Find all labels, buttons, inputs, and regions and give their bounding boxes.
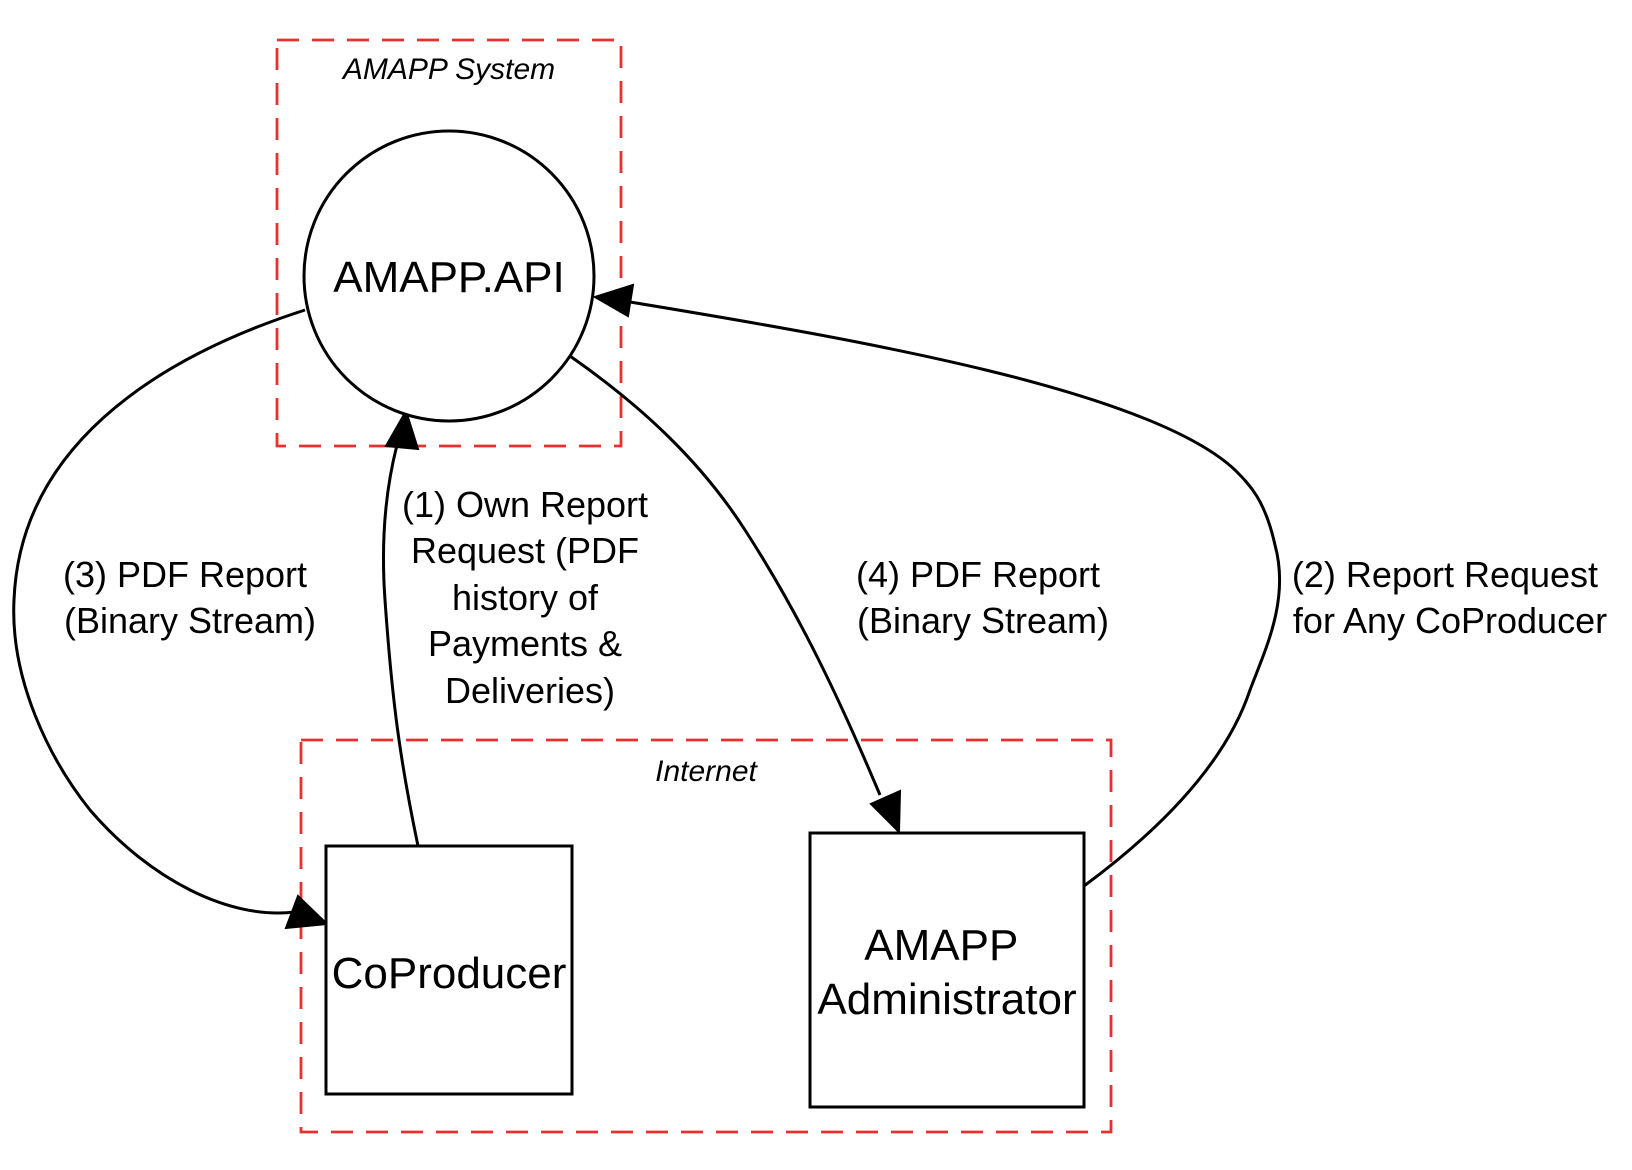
edge-1-label-line-3: history of	[452, 577, 599, 618]
edge-1-label-line-1: (1) Own Report	[402, 484, 648, 525]
edge-3-pdf-report-to-coproducer: (3) PDF Report (Binary Stream)	[12, 308, 330, 930]
cluster-internet-border	[299, 738, 1113, 1134]
edge-1-label-line-4: Payments &	[428, 623, 622, 664]
edge-3-line	[12, 308, 306, 915]
edge-3-arrowhead	[284, 894, 330, 930]
edge-4-line	[569, 354, 882, 796]
edge-3-label: (3) PDF Report (Binary Stream)	[63, 554, 317, 641]
edge-4-pdf-report-to-admin: (4) PDF Report (Binary Stream)	[569, 354, 1110, 835]
edge-1-line	[381, 444, 420, 847]
edge-4-label-line-1: (4) PDF Report	[856, 554, 1100, 595]
node-amapp-administrator-label: AMAPP Administrator	[817, 921, 1076, 1024]
node-amapp-api-label: AMAPP.API	[333, 253, 565, 302]
node-amapp-api-circle	[302, 129, 596, 423]
edge-1-label-line-5: Deliveries)	[445, 670, 615, 711]
edge-2-arrowhead	[592, 283, 635, 318]
edge-3-label-line-1: (3) PDF Report	[63, 554, 307, 595]
node-coproducer-box	[324, 844, 574, 1096]
edge-2-label-line-1: (2) Report Request	[1292, 554, 1598, 595]
node-coproducer: CoProducer	[324, 844, 574, 1096]
cluster-internet-label: Internet	[655, 755, 758, 788]
cluster-amapp-system: AMAPP System	[275, 38, 623, 448]
cluster-amapp-system-label: AMAPP System	[341, 53, 555, 86]
edge-3-label-line-2: (Binary Stream)	[64, 600, 316, 641]
node-coproducer-label: CoProducer	[332, 949, 567, 998]
edge-4-label-line-2: (Binary Stream)	[857, 600, 1109, 641]
cluster-internet: Internet	[299, 738, 1113, 1134]
edge-1-own-report-request: (1) Own Report Request (PDF history of P…	[381, 408, 658, 847]
node-amapp-administrator: AMAPP Administrator	[808, 831, 1086, 1109]
edge-1-arrowhead	[384, 408, 420, 451]
node-amapp-administrator-label-line-1: AMAPP	[864, 921, 1017, 970]
edge-2-report-request-any-coproducer: (2) Report Request for Any CoProducer	[592, 283, 1608, 888]
edge-2-line	[629, 300, 1282, 888]
edge-4-arrowhead	[869, 789, 902, 835]
edge-1-label: (1) Own Report Request (PDF history of P…	[402, 484, 658, 711]
edge-4-label: (4) PDF Report (Binary Stream)	[856, 554, 1110, 641]
node-amapp-administrator-label-line-2: Administrator	[817, 975, 1076, 1024]
edge-2-label-line-2: for Any CoProducer	[1293, 600, 1607, 641]
edge-2-label: (2) Report Request for Any CoProducer	[1292, 554, 1608, 641]
node-amapp-administrator-box	[808, 831, 1086, 1109]
edge-1-label-line-2: Request (PDF	[411, 530, 639, 571]
cluster-amapp-system-border	[275, 38, 623, 448]
node-amapp-api: AMAPP.API	[302, 129, 596, 423]
